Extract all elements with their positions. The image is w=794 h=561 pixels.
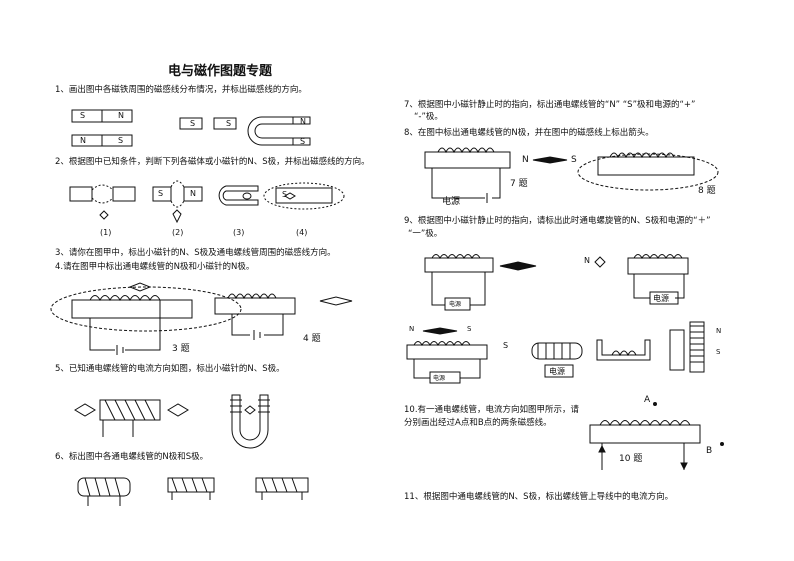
q4-caption: 4 题 — [303, 334, 321, 344]
question-9-line1: 9、根据图中小磁针静止时的指向，请标出此时通电螺旋管的N、S极和电源的“＋” — [404, 216, 711, 226]
q9-label-s4: S — [716, 348, 721, 356]
question-9-line2: “一”极。 — [408, 229, 443, 239]
question-4: 4.请在图甲中标出通电螺线管的N极和小磁针的N极。 — [55, 262, 255, 272]
q7-label-s: S — [571, 155, 577, 165]
q1-label-s5: S — [300, 137, 306, 146]
q2-label-n: N — [190, 189, 196, 198]
q2-label-s2: S — [282, 190, 288, 199]
q1-figures — [71, 109, 311, 147]
q9-label-s2: S — [467, 325, 472, 333]
q1-label-n3: N — [300, 117, 306, 126]
q9-label-n4: N — [716, 327, 722, 335]
question-10-line2: 分别画出经过A点和B点的两条磁感线。 — [404, 418, 552, 428]
q2-caption-4: (4) — [296, 228, 308, 237]
q1-label-s3: S — [190, 119, 196, 128]
q6-figures — [77, 477, 309, 506]
question-2: 2、根据图中已知条件，判断下列各磁体或小磁针的N、S极，并标出磁感线的方向。 — [55, 157, 370, 167]
q9-power-label-1: 电源 — [449, 301, 462, 308]
q8-figure — [577, 152, 719, 191]
q9-power-label-3: 电源 — [433, 375, 446, 382]
q2-caption-3: (3) — [233, 228, 245, 237]
q9-power-label-2: 电源 — [653, 294, 669, 303]
question-7-line2: “-”极。 — [414, 112, 443, 122]
question-3: 3、请你在图甲中，标出小磁针的N、S极及通电螺线管周围的磁感线方向。 — [55, 248, 336, 258]
q5-figures — [74, 394, 270, 449]
q1-label-s4: S — [226, 119, 232, 128]
q2-figures — [69, 180, 345, 224]
q9-label-s3: S — [503, 341, 509, 350]
question-7-line1: 7、根据图中小磁针静止时的指向，标出通电螺线管的“N” “S”极和电源的“+” — [404, 100, 696, 110]
q9-figures — [406, 254, 705, 384]
q8-caption: 8 题 — [698, 186, 716, 196]
q2-label-s: S — [158, 189, 164, 198]
q3-figure — [50, 282, 242, 355]
q1-label-n2: N — [80, 136, 86, 145]
q10-caption: 10 题 — [619, 454, 643, 464]
q10-label-b: B — [706, 446, 713, 456]
question-6: 6、标出图中各通电螺线管的N极和S极。 — [55, 452, 209, 462]
q9-label-n: N — [584, 256, 590, 265]
q1-label-n: N — [118, 111, 124, 120]
question-10-line1: 10.有一通电螺线管，电流方向如图甲所示，请 — [404, 405, 580, 415]
question-8: 8、在图中标出通电螺线管的N极，并在图中的磁感线上标出箭头。 — [404, 128, 654, 138]
q4-figure — [214, 293, 353, 340]
q9-power-label-4: 电源 — [549, 367, 565, 376]
q7-power-label: 电源 — [442, 197, 461, 207]
q1-label-s: S — [80, 111, 86, 120]
question-1: 1、画出图中各磁铁周围的磁感线分布情况，并标出磁感线的方向。 — [55, 85, 307, 95]
page-title: 电与磁作图题专题 — [168, 64, 273, 79]
q10-label-a: A — [644, 395, 651, 405]
q9-label-n2: N — [409, 325, 415, 333]
q7-figure — [424, 147, 568, 203]
q7-caption: 7 题 — [510, 179, 528, 189]
q2-caption-1: (1) — [100, 228, 112, 237]
q1-label-s2: S — [118, 136, 124, 145]
question-11: 11、根据图中通电螺线管的N、S极，标出螺线管上导线中的电流方向。 — [404, 492, 674, 502]
q3-caption: 3 题 — [172, 344, 190, 354]
q10-figure — [589, 402, 724, 471]
q2-caption-2: (2) — [172, 228, 184, 237]
question-5: 5、已知通电螺线管的电流方向如图，标出小磁针的N、S极。 — [55, 364, 285, 374]
q7-label-n: N — [522, 155, 529, 165]
